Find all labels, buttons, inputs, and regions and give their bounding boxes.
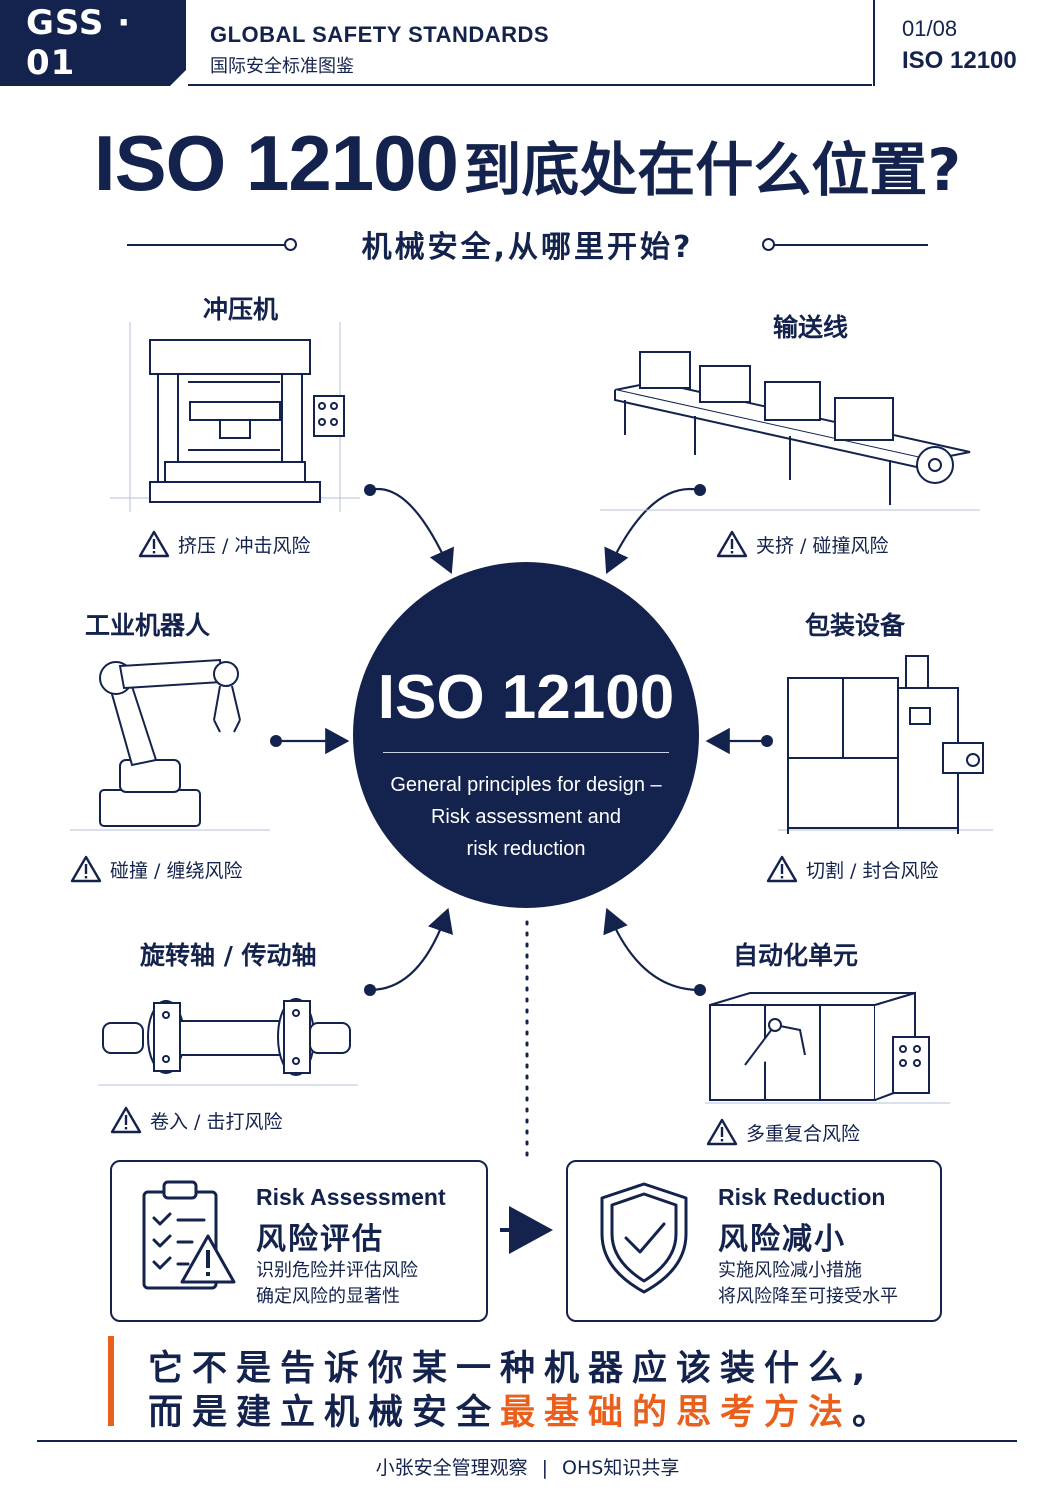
arrow-cell — [603, 907, 701, 992]
hub-desc-line-1: General principles for design – — [390, 774, 662, 796]
shield-check-icon — [600, 1182, 688, 1294]
footer: 小张安全管理观察 | OHS知识共享 — [0, 1453, 1055, 1480]
quote-line-2-start: 而是建立机械安全 — [148, 1393, 501, 1433]
clipboard-checklist-icon — [142, 1180, 236, 1290]
footer-author: 小张安全管理观察 — [375, 1457, 528, 1479]
page-subtitle: 机械安全,从哪里开始? — [361, 230, 694, 265]
risk-press-text: 挤压 / 冲击风险 — [178, 534, 311, 557]
label-shaft: 旋转轴 / 传动轴 — [140, 941, 317, 970]
warning-icon — [716, 530, 748, 558]
label-cell: 自动化单元 — [733, 941, 859, 970]
label-conveyor: 输送线 — [773, 313, 849, 342]
reduction-line-1: 实施风险减小措施 — [718, 1260, 862, 1281]
industrial-robot-icon — [70, 658, 270, 831]
label-packaging: 包装设备 — [805, 611, 906, 640]
header-subtitle: 国际安全标准图鉴 — [210, 56, 354, 77]
assessment-line-1: 识别危险并评估风险 — [256, 1260, 418, 1281]
reduction-line-2: 将风险降至可接受水平 — [718, 1286, 898, 1307]
quote-highlight: 最基础的思考方法 — [500, 1393, 853, 1433]
hub-desc-line-3: risk reduction — [466, 838, 586, 860]
risk-cell: 多重复合风险 — [706, 1118, 860, 1146]
footer-source: OHS知识共享 — [562, 1457, 680, 1479]
arrow-conveyor — [604, 487, 701, 574]
iso-12100-hub: ISO 12100 General principles for design … — [353, 562, 699, 908]
page-number: 01/08 — [902, 16, 958, 41]
footer-rule — [37, 1440, 1017, 1442]
subtitle-dot-left — [284, 238, 297, 251]
risk-shaft-text: 卷入 / 击打风险 — [150, 1110, 283, 1133]
risk-reduction-card: Risk Reduction 风险减小 实施风险减小措施 将风险降至可接受水平 — [566, 1160, 942, 1322]
hub-desc-line-2: Risk assessment and — [430, 806, 622, 828]
packaging-machine-icon — [778, 655, 993, 834]
header-title: GLOBAL SAFETY STANDARDS — [210, 22, 550, 47]
page-title-zh: 到底处在什么位置? — [463, 136, 962, 204]
automation-cell-icon — [705, 991, 950, 1104]
press-machine-icon — [110, 322, 360, 512]
label-press: 冲压机 — [203, 295, 279, 324]
series-badge: GSS · 01 — [0, 0, 186, 86]
header-rule — [188, 84, 872, 86]
risk-shaft: 卷入 / 击打风险 — [110, 1106, 282, 1134]
hub-rule — [383, 752, 669, 753]
assessment-title-en: Risk Assessment — [256, 1184, 446, 1210]
arrow-shaft — [369, 907, 453, 992]
warning-icon — [138, 530, 170, 558]
quote-line-2-end: 。 — [852, 1393, 897, 1433]
footer-separator: | — [541, 1457, 549, 1479]
risk-cell-text: 多重复合风险 — [746, 1122, 861, 1145]
conveyor-line-icon — [600, 351, 980, 511]
risk-assessment-card: Risk Assessment 风险评估 识别危险并评估风险 确定风险的显著性 — [110, 1160, 488, 1322]
header-standard: ISO 12100 — [902, 47, 1017, 74]
label-robot: 工业机器人 — [85, 611, 211, 640]
risk-packaging: 切割 / 封合风险 — [766, 855, 938, 883]
subtitle-rule-left — [127, 244, 287, 246]
reduction-title-zh: 风险减小 — [718, 1222, 846, 1257]
quote-line-2: 而是建立机械安全最基础的思考方法。 — [148, 1384, 896, 1435]
warning-icon — [766, 855, 798, 883]
risk-robot-text: 碰撞 / 缠绕风险 — [110, 859, 243, 882]
assessment-line-2: 确定风险的显著性 — [256, 1286, 400, 1307]
hub-title: ISO 12100 — [377, 663, 675, 732]
header-divider — [873, 0, 875, 86]
risk-conveyor: 夹挤 / 碰撞风险 — [716, 530, 888, 558]
risk-conveyor-text: 夹挤 / 碰撞风险 — [756, 534, 889, 557]
quote-line-1: 它不是告诉你某一种机器应该装什么, — [148, 1349, 875, 1389]
subtitle-rule-right — [774, 244, 928, 246]
arrow-press — [369, 487, 455, 575]
risk-packaging-text: 切割 / 封合风险 — [806, 859, 939, 882]
page-title-en: ISO 12100 — [93, 119, 459, 207]
assessment-title-zh: 风险评估 — [256, 1222, 384, 1257]
page-title: ISO 12100 到底处在什么位置? — [0, 118, 1055, 209]
risk-robot: 碰撞 / 缠绕风险 — [70, 855, 242, 883]
drive-shaft-icon — [98, 998, 358, 1086]
warning-icon — [706, 1118, 738, 1146]
hub-description: General principles for design – Risk ass… — [373, 769, 679, 865]
warning-icon — [70, 855, 102, 883]
warning-icon — [110, 1106, 142, 1134]
risk-press: 挤压 / 冲击风险 — [138, 530, 310, 558]
quote-accent-bar — [108, 1336, 114, 1426]
reduction-title-en: Risk Reduction — [718, 1184, 886, 1210]
